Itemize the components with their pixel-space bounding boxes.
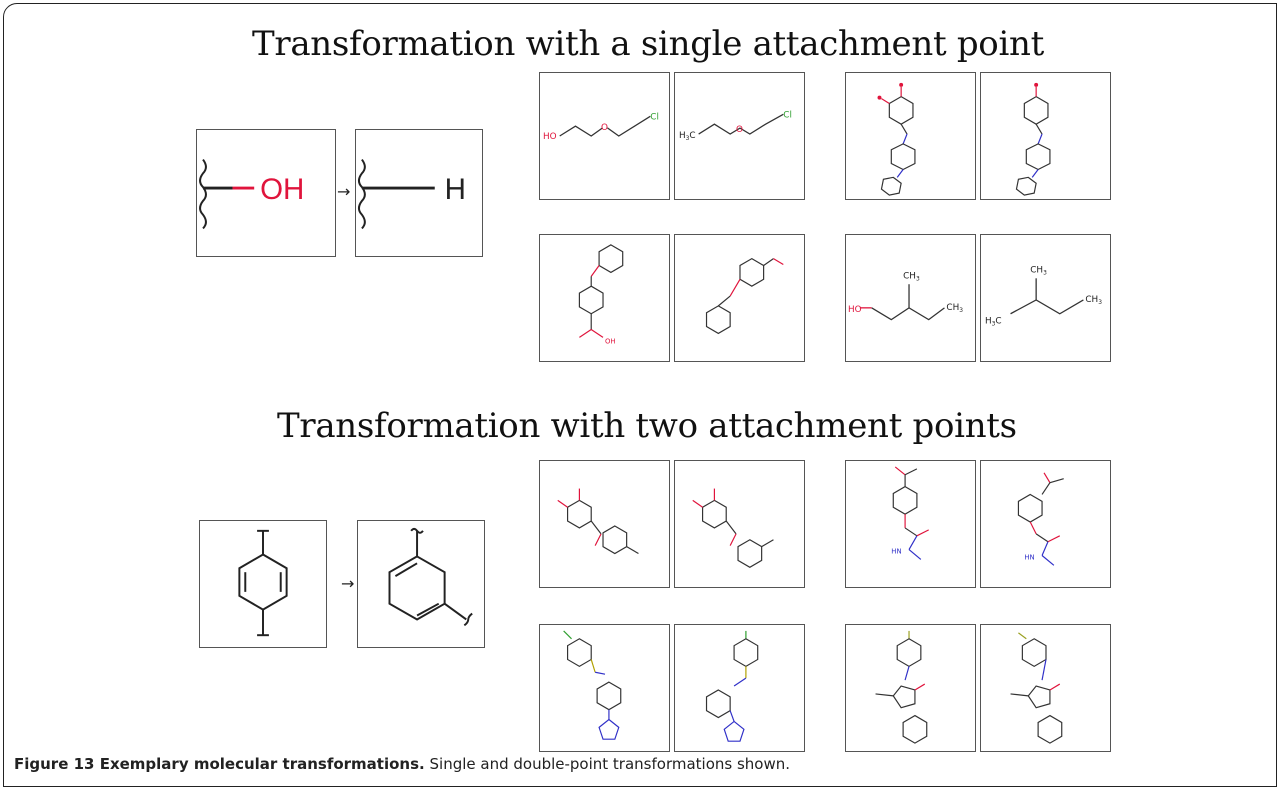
svg-text:O: O	[601, 123, 608, 133]
svg-text:O: O	[736, 125, 743, 135]
molecule-phenoxy-benzaldehyde	[674, 234, 805, 362]
caption-text: Single and double-point transformations …	[424, 755, 791, 773]
template-to-h: H	[355, 129, 483, 257]
template-meta-benzene	[357, 520, 485, 648]
transform-arrow-2: →	[341, 574, 355, 593]
molecule-dimethoxy-benzophenone-meta	[674, 460, 805, 588]
oh-label: OH	[260, 173, 304, 206]
svg-text:Cl: Cl	[783, 110, 792, 120]
template-from-oh: OH	[196, 129, 336, 257]
svg-text:H3C: H3C	[679, 131, 696, 142]
molecule-piperazine	[980, 72, 1111, 200]
molecule-pyrazolone-azo-meta	[980, 624, 1111, 752]
molecule-phenoxy-benzoic-acid: OH	[539, 234, 670, 362]
svg-text:CH3: CH3	[1030, 265, 1047, 276]
molecule-piperazine-hydroxy	[845, 72, 976, 200]
molecule-carbamate-para: HN	[845, 460, 976, 588]
transform-arrow: →	[337, 182, 351, 201]
h-label: H	[445, 173, 466, 206]
section-title-single: Transformation with a single attachment …	[252, 24, 1044, 64]
molecule-methylbutane: H3C CH3 CH3	[980, 234, 1111, 362]
figure-frame	[3, 3, 1277, 787]
svg-text:HN: HN	[1024, 553, 1034, 561]
molecule-sulfonamide-tetrazole-meta	[674, 624, 805, 752]
molecule-pyrazolone-azo-para	[845, 624, 976, 752]
svg-text:OH: OH	[605, 337, 616, 345]
figure-caption: Figure 13 Exemplary molecular transforma…	[14, 755, 790, 773]
molecule-dimethoxy-benzophenone-para	[539, 460, 670, 588]
molecule-carbamate-meta: HN	[980, 460, 1111, 588]
svg-text:CH3: CH3	[946, 303, 963, 314]
svg-text:HN: HN	[891, 548, 901, 556]
svg-text:Cl: Cl	[650, 112, 659, 122]
section-title-double: Transformation with two attachment point…	[277, 406, 1017, 446]
template-para-benzene	[199, 520, 327, 648]
molecule-methyl-ether-cl: H3C O Cl	[674, 72, 805, 200]
svg-text:HO: HO	[543, 132, 557, 142]
svg-text:H3C: H3C	[985, 317, 1002, 328]
svg-text:HO: HO	[848, 305, 862, 315]
svg-text:CH3: CH3	[1085, 295, 1102, 306]
molecule-sulfonamide-tetrazole-para	[539, 624, 670, 752]
molecule-ho-ether-cl: HO O Cl	[539, 72, 670, 200]
molecule-methylbutanol: HO CH3 CH3	[845, 234, 976, 362]
caption-label: Figure 13 Exemplary molecular transforma…	[14, 755, 425, 773]
svg-text:CH3: CH3	[903, 271, 920, 282]
